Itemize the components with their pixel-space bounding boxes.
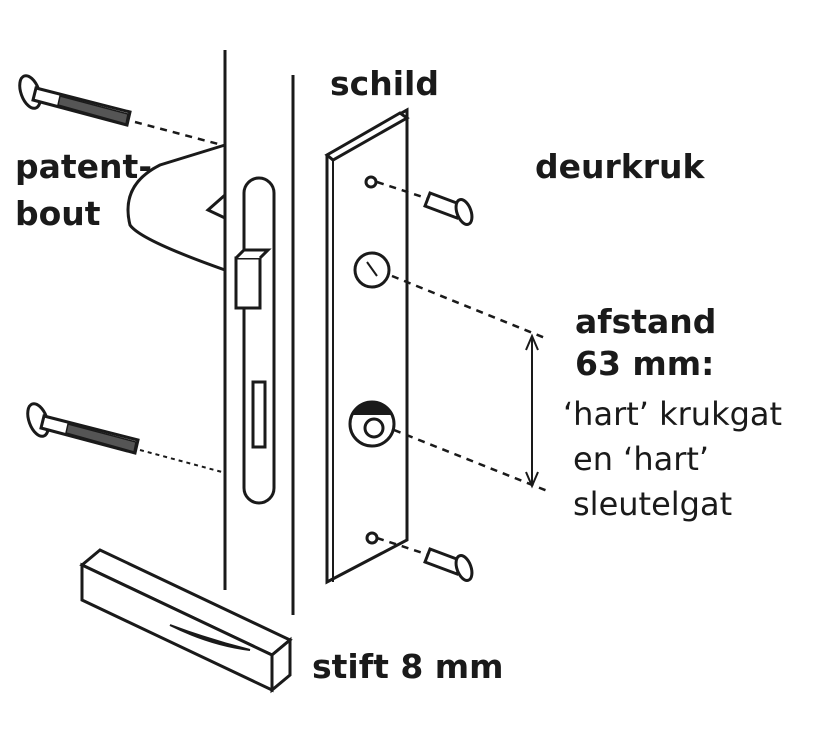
label-afstand: afstand — [575, 302, 716, 341]
patent-bolt-screw-bottom — [26, 402, 140, 455]
label-patent-line2: bout — [15, 194, 101, 233]
label-sleutelgat: sleutelgat — [573, 485, 732, 523]
shield-screw-bottom — [423, 547, 474, 582]
label-schild: schild — [330, 64, 439, 103]
shield-plate — [324, 107, 410, 585]
label-63mm: 63 mm: — [575, 344, 714, 383]
distance-indicator — [391, 274, 551, 494]
label-en-hart: en ‘hart’ — [573, 440, 709, 478]
label-stift: stift 8 mm — [312, 647, 504, 686]
lock-faceplate — [234, 176, 276, 505]
shield-screw-top — [423, 191, 474, 226]
door-edge — [223, 50, 295, 615]
label-deurkruk: deurkruk — [535, 147, 705, 186]
label-hart-krukgat: ‘hart’ krukgat — [563, 395, 782, 433]
spindle — [79, 548, 293, 694]
latch-bolt — [126, 142, 227, 273]
label-patent-line1: patent- — [15, 147, 152, 186]
patent-bolt-screw-top — [18, 74, 132, 127]
